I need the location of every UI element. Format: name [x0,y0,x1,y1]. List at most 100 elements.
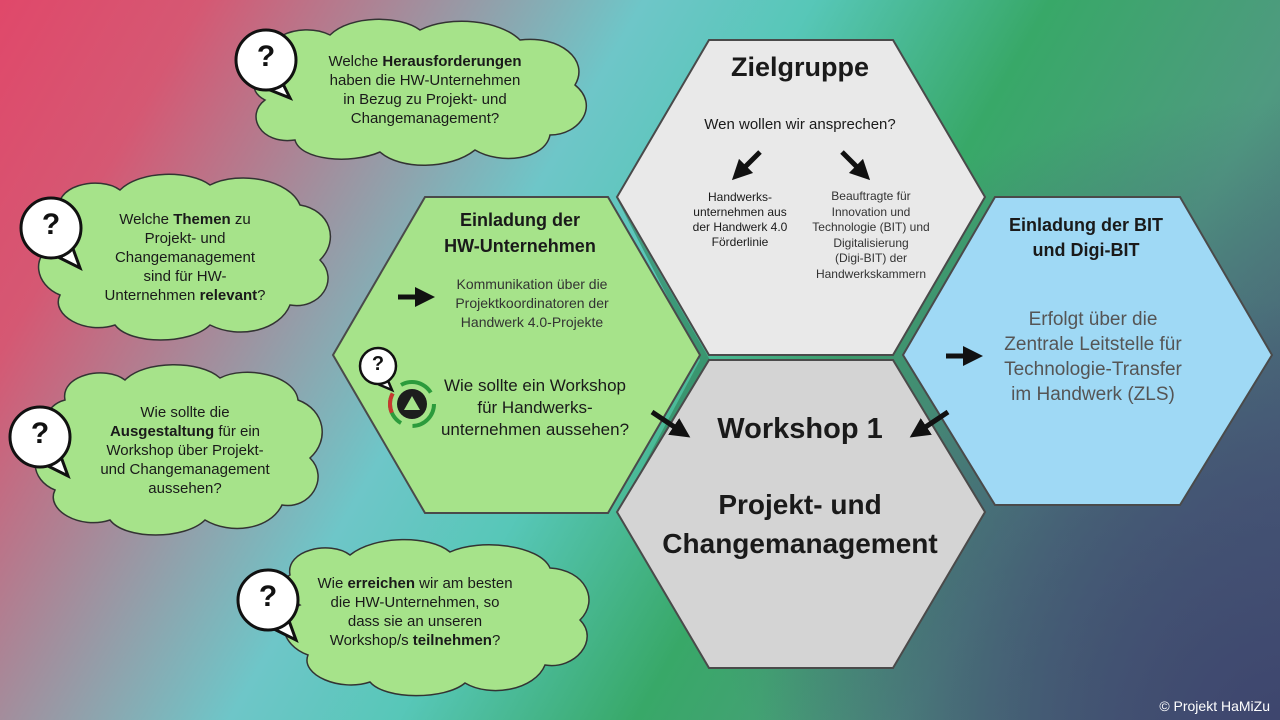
cloud-4 [283,538,590,697]
project-logo-icon [388,380,436,428]
cloud-1 [253,18,588,166]
cloud-4-line-4: Workshop/s teilnehmen? [295,631,535,650]
einladung-bit-title-line-2: und Digi-BIT [1032,240,1140,260]
cloud-4-pre: Wie [317,575,348,592]
question-bubble-2 [19,196,83,272]
hex-workshop [615,359,987,669]
einladung-bit-text: Erfolgt über die Zentrale Leitstelle für… [978,307,1208,407]
zielgruppe-left-line-3: der Handwerk 4.0 [692,220,788,234]
zielgruppe-right-line-5: (Digi-BIT) der [834,251,907,265]
cloud-2-line-4: sind für HW- [143,268,227,285]
arrow-down-right [840,150,871,181]
zielgruppe-right-line-6: Handwerkskammern [815,266,927,281]
einladung-bit-text-line-1: Erfolgt über die [1028,309,1158,330]
cloud-3-line-3: Workshop über Projekt- [106,442,264,459]
question-bubble-small [358,346,398,393]
cloud-1-line-2: haben die HW-Unternehmen [329,72,521,89]
zielgruppe-left-line-2: unternehmen aus [693,205,787,219]
question-mark-4: ? [258,580,278,613]
copyright-notice: © Projekt HaMiZu [1159,698,1270,714]
zielgruppe-right-text: Beauftragte für Innovation und Technolog… [800,189,942,282]
cloud-4-bold: erreichen [347,575,415,592]
workshop-subtitle-line-1: Projekt- und [718,489,882,520]
einladung-hw-text-line-2: Projektkoordinatoren der [455,295,609,311]
question-mark-1: ? [256,40,276,73]
arrow-into-workshop-left [650,409,691,438]
cloud-3-line-4: und Changemanagement [100,461,270,478]
zielgruppe-right-line-1: Beauftragte für [831,189,911,203]
question-bubble-4 [236,568,300,644]
cloud-2-line-1: Welche Themen zu [70,210,300,229]
cloud-1-pre: Welche [328,53,383,70]
einladung-hw-question-line-3: unternehmen aussehen? [440,420,630,439]
zielgruppe-right-line-2: Innovation und [831,204,911,219]
cloud-1-line-1: Welche Herausforderungen [300,52,550,71]
cloud-3 [34,364,323,536]
cloud-1-line-3: in Bezug zu Projekt- und [343,91,507,108]
cloud-2-last-pre: Unternehmen [104,287,200,304]
zielgruppe-right-line-3: Technologie (BIT) und [812,220,930,234]
einladung-hw-title-line-2: HW-Unternehmen [444,236,596,256]
question-bubble-1 [234,28,298,101]
hex-einladung-bit [901,196,1274,506]
cloud-2-bold: Themen [173,211,231,228]
einladung-bit-text-line-3: Technologie-Transfer [1004,359,1182,380]
cloud-2-line-5: Unternehmen relevant? [70,286,300,305]
einladung-hw-text: Kommunikation über die Projektkoordinato… [432,275,632,332]
hex-zielgruppe [615,39,987,356]
cloud-4-line-2: die HW-Unternehmen, so [330,594,500,611]
cloud-3-bold: Ausgestaltung [109,423,215,440]
einladung-hw-text-line-1: Kommunikation über die [456,276,608,292]
workshop-subtitle: Projekt- und Changemanagement [630,485,970,563]
einladung-hw-question-line-2: für Handwerks- [477,398,593,417]
question-mark-2: ? [41,208,61,241]
einladung-bit-text-line-4: im Handwerk (ZLS) [1011,384,1175,405]
arrow-into-workshop-right [909,409,950,438]
cloud-4-last-bold: teilnehmen [412,632,492,649]
cloud-3-line-5: aussehen? [148,480,222,497]
cloud-4-text: Wie erreichen wir am besten die HW-Unter… [295,574,535,650]
einladung-bit-title-line-1: Einladung der BIT [1008,215,1163,235]
cloud-3-post: für ein [214,423,261,440]
zielgruppe-left-line-4: Förderlinie [711,235,769,249]
workshop-subtitle-line-2: Changemanagement [662,528,938,559]
einladung-hw-title-line-1: Einladung der [459,210,580,230]
cloud-4-line-1: Wie erreichen wir am besten [295,574,535,593]
cloud-3-line-1: Wie sollte die [140,404,230,421]
workshop-title: Workshop 1 [717,413,883,445]
einladung-bit-text-line-2: Zentrale Leitstelle für [1004,334,1182,355]
einladung-hw-title: Einladung der HW-Unternehmen [410,207,630,259]
question-mark-small: ? [371,353,385,375]
cloud-4-line-3: dass sie an unseren [347,613,483,630]
hex-einladung-hw [331,196,702,514]
cloud-2-text: Welche Themen zu Projekt- und Changemana… [70,210,300,305]
cloud-1-line-4: Changemanagement? [350,110,500,127]
question-mark-3: ? [30,417,50,450]
arrow-down-left [731,150,762,181]
zielgruppe-subtitle: Wen wollen wir ansprechen? [704,116,896,133]
cloud-2-post: zu [230,211,251,228]
einladung-bit-title: Einladung der BIT und Digi-BIT [975,213,1197,263]
cloud-1-bold: Herausforderungen [382,53,522,70]
cloud-2-line-3: Changemanagement [114,249,256,266]
cloud-1-text: Welche Herausforderungen haben die HW-Un… [300,52,550,128]
einladung-hw-question: Wie sollte ein Workshop für Handwerks- u… [425,375,645,441]
cloud-3-line-2: Ausgestaltung für ein [65,422,305,441]
zielgruppe-left-line-1: Handwerks- [707,190,773,204]
cloud-2-pre: Welche [119,211,174,228]
cloud-3-text: Wie sollte die Ausgestaltung für ein Wor… [65,403,305,498]
zielgruppe-title: Zielgruppe [730,52,869,82]
question-bubble-3 [8,405,72,480]
einladung-hw-question-line-1: Wie sollte ein Workshop [443,376,627,395]
zielgruppe-left-text: Handwerks- unternehmen aus der Handwerk … [670,190,810,250]
cloud-2-last-bold: relevant [199,287,258,304]
cloud-2-line-2: Projekt- und [144,230,226,247]
cloud-4-last-post: ? [491,632,501,649]
cloud-2-last-post: ? [257,287,266,304]
cloud-4-post: wir am besten [415,575,513,592]
zielgruppe-right-line-4: Digitalisierung [833,235,909,250]
einladung-hw-text-line-3: Handwerk 4.0-Projekte [460,314,604,330]
cloud-2 [38,173,331,341]
